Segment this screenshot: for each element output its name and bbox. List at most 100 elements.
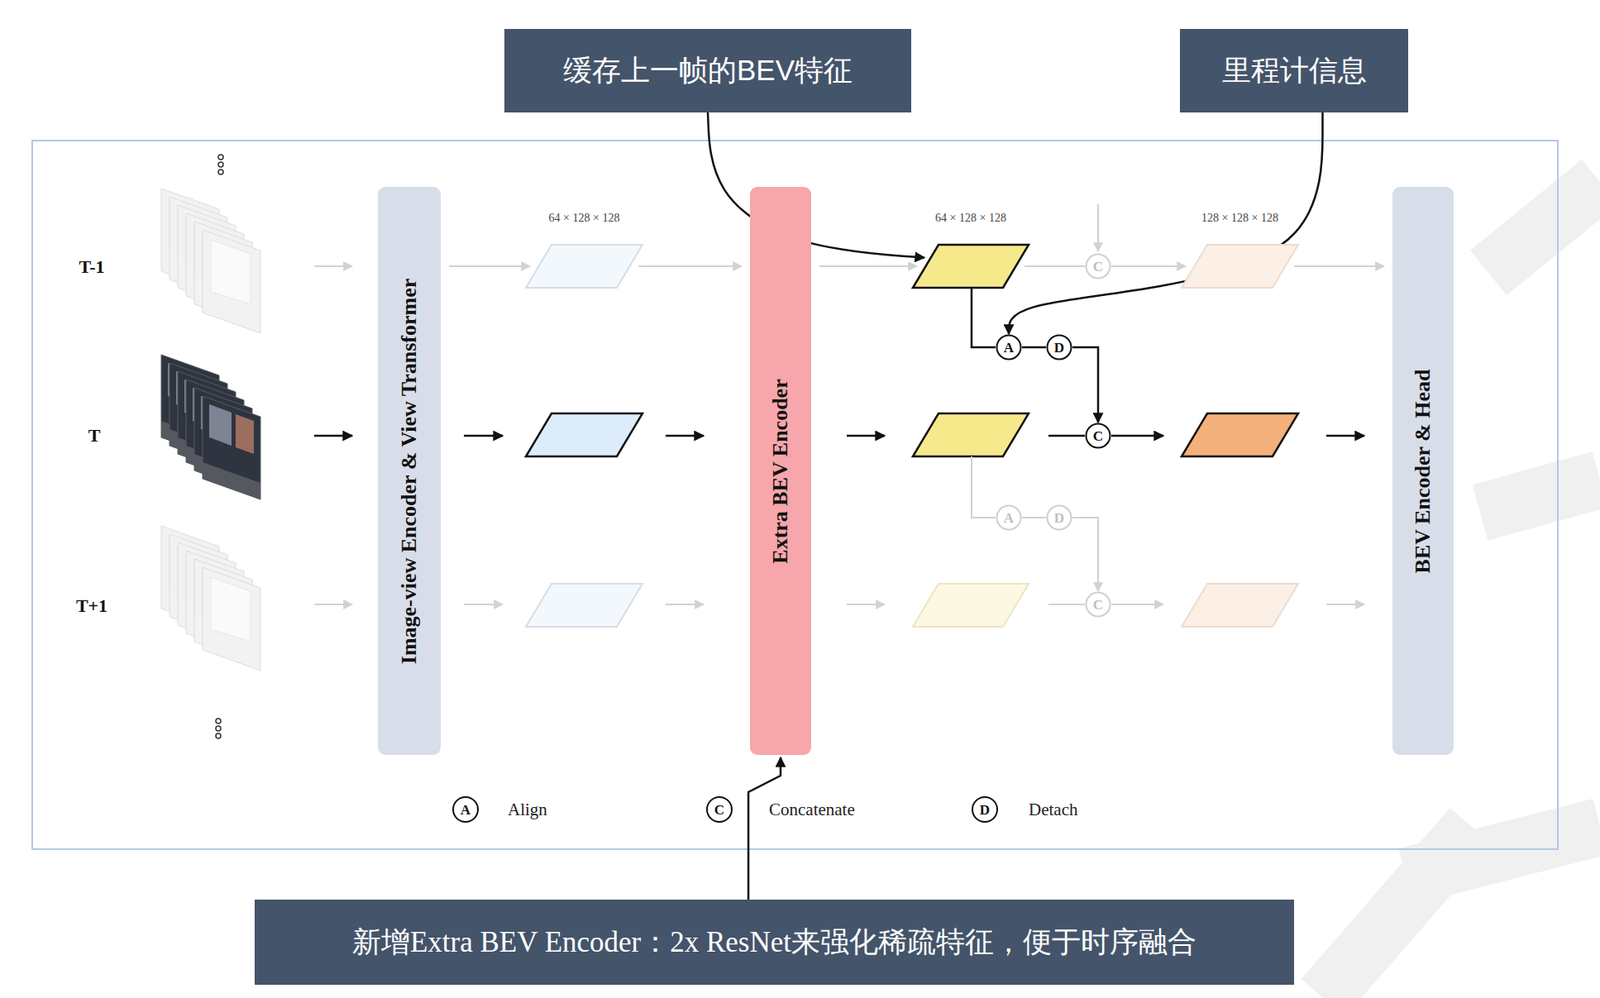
connector xyxy=(971,287,996,348)
operator-letter: C xyxy=(1093,429,1104,444)
align-circle: A xyxy=(995,504,1023,531)
concat-circle: C xyxy=(1084,591,1112,618)
parallelogram xyxy=(525,244,643,288)
operator-letter: D xyxy=(1054,340,1065,355)
connector xyxy=(707,112,925,258)
operator-letter: D xyxy=(1054,511,1065,526)
ellipsis-dot xyxy=(215,718,221,724)
legend-letter: D xyxy=(979,802,990,817)
flow-line xyxy=(1048,434,1085,438)
legend-text: Concatenate xyxy=(768,799,855,821)
node-label: Extra BEV Encoder xyxy=(768,378,793,564)
bev-feature xyxy=(912,413,1029,457)
flow-line xyxy=(1048,603,1085,606)
callout-box: 新增Extra BEV Encoder：2x ResNet来强化稀疏特征，便于时… xyxy=(254,899,1295,985)
connector xyxy=(1072,347,1099,423)
legend-sample xyxy=(453,797,478,822)
flow-arrow xyxy=(665,434,704,438)
circle-outline xyxy=(1086,254,1111,279)
flow-arrow xyxy=(314,603,353,606)
row-label: T xyxy=(88,425,101,447)
bev-feature: 128 × 128 × 128 xyxy=(1181,244,1299,288)
operator-letter: C xyxy=(1093,597,1104,612)
bev-feature xyxy=(912,583,1029,627)
connector xyxy=(1072,517,1099,592)
operator-letter: C xyxy=(1093,259,1104,274)
image-stack xyxy=(161,188,261,334)
flow-arrow xyxy=(1111,603,1164,606)
flow-arrow xyxy=(314,265,353,268)
circle-outline xyxy=(1086,592,1111,617)
connector xyxy=(1024,265,1085,268)
parallelogram-shape xyxy=(912,244,1029,288)
detach-circle: D xyxy=(1045,334,1073,361)
node-label: 新增Extra BEV Encoder：2x ResNet来强化稀疏特征，便于时… xyxy=(352,922,1197,962)
bev-feature xyxy=(525,413,643,457)
node-label: 缓存上一帧的BEV特征 xyxy=(563,51,853,91)
operator-letter: A xyxy=(1003,340,1014,355)
flow-arrow xyxy=(665,603,704,606)
watermark xyxy=(1405,826,1600,877)
align-circle: A xyxy=(995,334,1023,361)
encoder-block: Image-view Encoder & View Transformer xyxy=(377,186,441,755)
connector xyxy=(1294,265,1385,268)
legend-sample xyxy=(972,797,998,822)
dimension-label: 64 × 128 × 128 xyxy=(549,211,621,225)
node-label: 里程计信息 xyxy=(1222,51,1367,91)
circle-outline xyxy=(1086,424,1111,449)
bev-feature xyxy=(525,583,643,627)
flow-arrow xyxy=(1326,434,1365,438)
concat-circle: C xyxy=(1084,422,1112,449)
flow-arrow xyxy=(463,434,503,438)
connector xyxy=(638,265,742,268)
flow-arrow xyxy=(1097,204,1099,252)
node-label: Image-view Encoder & View Transformer xyxy=(396,277,422,664)
circle-outline xyxy=(1047,506,1072,531)
parallelogram xyxy=(912,244,1029,288)
image-stack xyxy=(161,525,261,671)
main-frame xyxy=(32,140,1558,850)
ellipsis-dot xyxy=(218,169,224,175)
image-stack xyxy=(161,354,261,500)
connector xyxy=(748,757,781,900)
flow-arrow xyxy=(1111,434,1164,438)
bev-feature xyxy=(1181,583,1299,627)
operator-letter: A xyxy=(1003,511,1014,526)
bev-feature: 64 × 128 × 128 xyxy=(525,244,643,288)
legend-sample xyxy=(706,797,732,822)
node-label: BEV Encoder & Head xyxy=(1410,368,1436,574)
dimension-label: 128 × 128 × 128 xyxy=(1201,211,1279,225)
connector xyxy=(1022,346,1046,349)
parallelogram xyxy=(1181,244,1299,288)
flow-arrow xyxy=(463,603,503,606)
connector xyxy=(819,265,918,268)
legend-letter: C xyxy=(714,802,725,817)
circle-outline xyxy=(997,335,1022,360)
ellipsis-dot xyxy=(218,162,224,168)
legend-letter: A xyxy=(460,802,471,817)
detach-circle: D xyxy=(1045,504,1073,531)
row-label: T+1 xyxy=(76,595,108,617)
ellipsis-dot xyxy=(215,725,221,731)
flow-arrow xyxy=(1326,603,1365,606)
bev-feature xyxy=(1181,413,1299,457)
parallelogram-shape xyxy=(525,244,643,288)
flow-line xyxy=(971,456,996,518)
ellipsis-dot xyxy=(218,154,224,160)
connector xyxy=(448,265,531,268)
head-block: BEV Encoder & Head xyxy=(1392,186,1454,755)
watermark xyxy=(1488,181,1600,273)
callout-box: 里程计信息 xyxy=(1179,28,1409,113)
flow-arrow xyxy=(314,434,353,438)
callout-box: 缓存上一帧的BEV特征 xyxy=(504,28,912,113)
circle-outline xyxy=(1047,335,1072,360)
legend-text: Detach xyxy=(1028,799,1078,821)
bev-feature: 64 × 128 × 128 xyxy=(912,244,1029,288)
connector xyxy=(1111,265,1186,268)
encoder-block: Extra BEV Encoder xyxy=(749,186,812,755)
concat-circle: C xyxy=(1084,253,1112,280)
parallelogram-shape xyxy=(1181,244,1299,288)
legend-text: Align xyxy=(507,799,548,821)
watermark xyxy=(1480,479,1600,513)
